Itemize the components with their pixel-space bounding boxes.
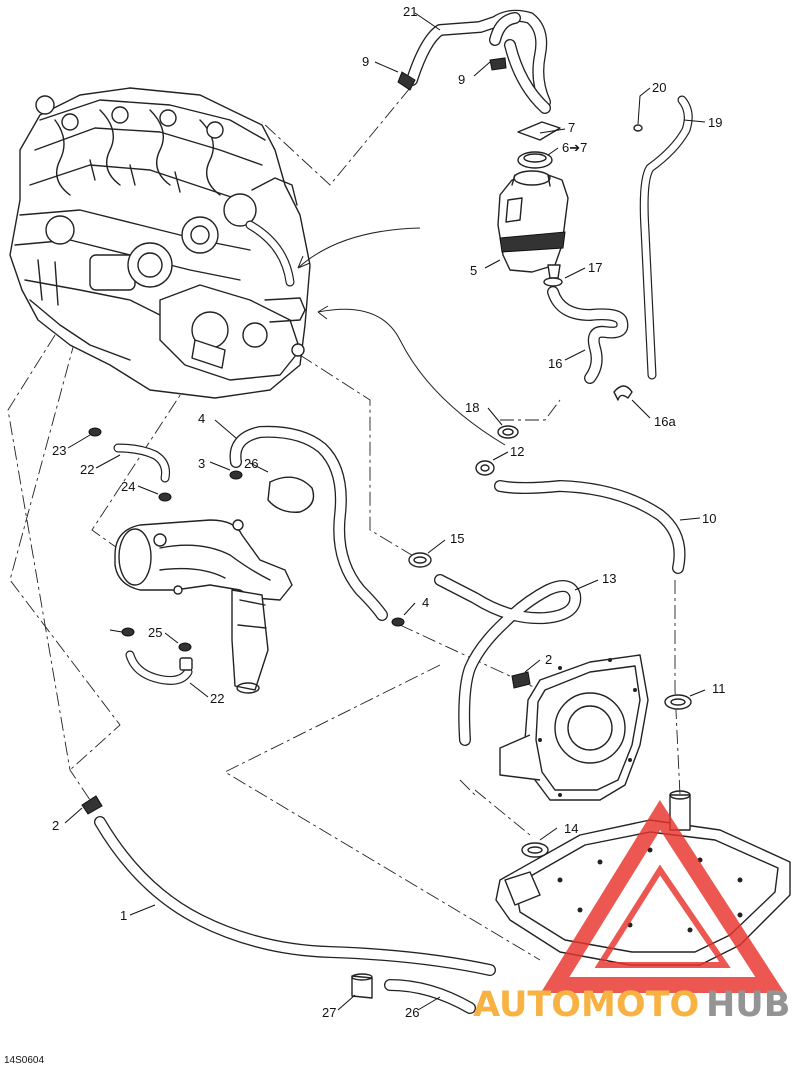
hose-3 — [229, 425, 388, 621]
hose-23 — [125, 650, 193, 685]
fitting-2-pump — [511, 671, 531, 689]
hose-19 — [639, 95, 693, 380]
callout-7: 7 — [568, 120, 575, 135]
callout-6-to-7: 6➔7 — [562, 140, 587, 155]
svg-text:AUTOMOTO: AUTOMOTO — [473, 985, 699, 1025]
svg-text:HUB: HUB — [706, 985, 790, 1025]
callout-labels: 21 9 9 20 19 7 6➔7 5 17 16 16a 18 12 10 … — [52, 4, 726, 1020]
hose-16 — [547, 286, 629, 384]
callout-20: 20 — [652, 80, 666, 95]
callout-5: 5 — [470, 263, 477, 278]
hose-1 — [94, 816, 496, 976]
exhaust-manifold-assembly — [114, 519, 293, 694]
clip-16a — [613, 385, 633, 401]
callout-18: 18 — [465, 400, 479, 415]
callout-8: 21 — [403, 4, 417, 19]
fitting-9-right — [489, 57, 507, 71]
callout-17: 17 — [588, 260, 602, 275]
automotohub-logo-watermark: AUTOMOTO HUB — [473, 800, 790, 1025]
clamp-15 — [408, 552, 432, 568]
callout-27: 27 — [322, 1005, 336, 1020]
clamp-22-bottom — [158, 492, 172, 502]
clamp-18 — [497, 425, 519, 439]
arrow-head — [317, 305, 329, 320]
callout-19: 19 — [708, 115, 722, 130]
callout-25: 26 — [244, 456, 258, 471]
callout-11: 11 — [712, 681, 726, 696]
callout-12: 12 — [510, 444, 524, 459]
hose-26 — [384, 979, 476, 1014]
gasket-25 — [267, 476, 315, 513]
hose-21 — [113, 443, 170, 483]
callout-2-lower: 2 — [52, 818, 59, 833]
callout-22-bottom: 24 — [121, 479, 135, 494]
clamp-24-left — [121, 627, 135, 637]
callout-9-right: 9 — [458, 72, 465, 87]
fitting-2-lower — [81, 795, 103, 815]
clamp-4-top — [229, 470, 243, 480]
callout-16a: 16a — [654, 414, 676, 429]
clamp-4-bottom — [391, 617, 405, 627]
clamp-17 — [543, 277, 563, 287]
leader-lines — [64, 12, 706, 1011]
callout-4-bottom: 4 — [422, 595, 429, 610]
callout-24: 25 — [148, 625, 162, 640]
hose-13 — [434, 574, 582, 746]
callout-15: 15 — [450, 531, 464, 546]
callout-3: 4 — [198, 411, 205, 426]
fitting-23 — [179, 657, 193, 671]
hose-10 — [494, 480, 686, 574]
callout-1: 1 — [120, 908, 127, 923]
jet-pump-housing — [499, 654, 649, 801]
clamp-12 — [475, 460, 495, 476]
clamp-24-right — [178, 642, 192, 652]
connection-lines — [7, 87, 681, 961]
callout-13: 13 — [602, 571, 616, 586]
callout-22-top: 23 — [52, 443, 66, 458]
callout-14: 14 — [564, 821, 578, 836]
callout-21: 22 — [80, 462, 94, 477]
document-id: 14S0604 — [4, 1055, 44, 1066]
clamp-14 — [521, 842, 549, 858]
hose-8 — [406, 9, 551, 114]
hose-route-arrow-mid — [317, 308, 506, 446]
callout-10: 10 — [702, 511, 716, 526]
clamp-20 — [633, 124, 643, 132]
arrow-head — [297, 255, 311, 269]
fitting-27 — [351, 975, 373, 999]
clamp-22-top — [88, 427, 102, 437]
callout-9-left: 9 — [362, 54, 369, 69]
callout-2-pump: 2 — [545, 652, 552, 667]
callout-23: 22 — [210, 691, 224, 706]
callout-26: 26 — [405, 1005, 419, 1020]
coolant-reservoir — [497, 121, 569, 279]
callout-4-top: 3 — [198, 456, 205, 471]
hose-route-arrow-top — [297, 227, 421, 269]
fitting-9-left — [397, 71, 416, 91]
engine-block — [9, 87, 311, 399]
callout-16: 16 — [548, 356, 562, 371]
clamp-11 — [664, 694, 692, 710]
